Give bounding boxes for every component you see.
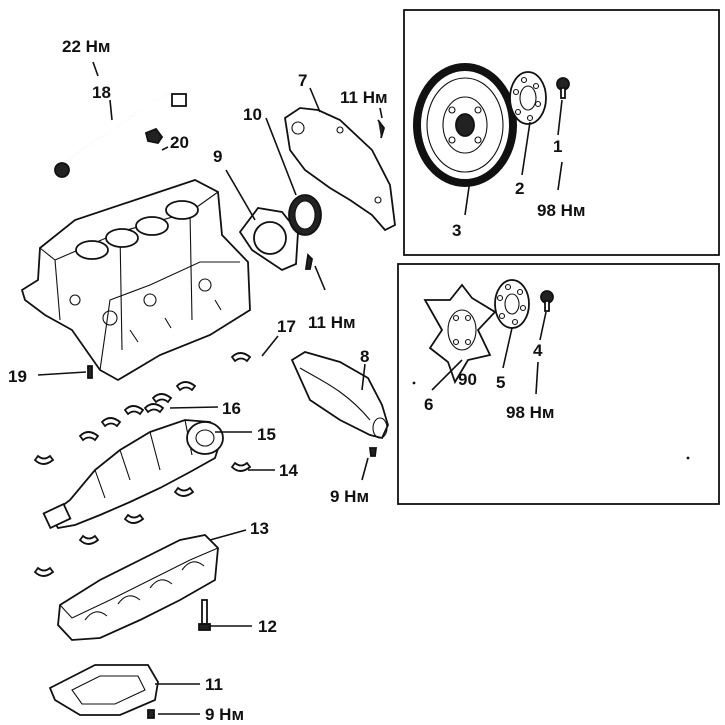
part-label-15: 15: [257, 425, 276, 444]
flywheel-part: [413, 63, 517, 187]
torque-label-11nm-top: 11 Нм: [340, 88, 388, 107]
cylinder-block-part: [20, 179, 251, 382]
bracket-20-part: [144, 127, 164, 145]
part-label-19: 19: [8, 367, 27, 386]
part-label-5: 5: [496, 373, 505, 392]
part-label-9: 9: [213, 147, 222, 166]
rear-plate-part: [284, 107, 396, 232]
drive-plate-marking: 90: [458, 370, 477, 389]
drive-plate-bolt-4-part: [540, 290, 554, 312]
torque-label-98nm-top: 98 Нм: [537, 201, 586, 220]
leader-lines: [37, 61, 563, 715]
bolt-12-part: [198, 599, 211, 631]
oil-pan-part: [48, 664, 159, 716]
bearing-cap-beam-part: [57, 534, 219, 641]
crankshaft-part: [42, 419, 224, 530]
adapter-plate-5-part: [494, 279, 530, 329]
part-label-7: 7: [298, 71, 307, 90]
part-label-6: 6: [424, 395, 433, 414]
bolt-9nm-pan-part: [147, 709, 155, 719]
part-label-12: 12: [258, 617, 277, 636]
torque-label-9nm-cover: 9 Нм: [330, 487, 369, 506]
flywheel-bolt-1-part: [556, 77, 570, 99]
torque-label-9nm-pan: 9 Нм: [205, 705, 244, 724]
speck: [412, 381, 416, 385]
bolt-11nm-mid-part: [304, 253, 313, 270]
part-label-20: 20: [170, 133, 189, 152]
part-label-10: 10: [243, 105, 262, 124]
part-label-1: 1: [553, 137, 562, 156]
torque-label-98nm-bottom: 98 Нм: [506, 403, 555, 422]
speck: [686, 456, 690, 460]
part-label-2: 2: [515, 179, 524, 198]
part-label-4: 4: [533, 341, 543, 360]
oil-seal-part: [288, 194, 322, 236]
bolt-11nm-top-part: [377, 119, 385, 139]
part-label-3: 3: [452, 221, 461, 240]
part-label-16: 16: [222, 399, 241, 418]
drive-plate-inset-frame: [397, 263, 720, 505]
flywheel-inset-frame: [403, 9, 720, 256]
torque-label-22nm: 22 Нм: [62, 37, 111, 56]
oil-seal-case-part: [238, 207, 299, 272]
part-label-14: 14: [279, 461, 298, 480]
part-label-13: 13: [250, 519, 269, 538]
part-label-11: 11: [205, 675, 223, 694]
upper-bearing-shells: [78, 352, 252, 442]
lower-bearing-shells: [33, 454, 252, 577]
part-label-18: 18: [92, 83, 111, 102]
part-label-8: 8: [360, 347, 369, 366]
bolt-19-part: [87, 365, 93, 379]
part-label-17: 17: [277, 317, 296, 336]
dipstick-tube-part: [54, 93, 187, 178]
bolt-9nm-cover-part: [368, 447, 378, 457]
rear-cover-part: [290, 351, 389, 440]
adapter-plate-2-part: [509, 71, 547, 125]
drive-plate-part: [423, 283, 497, 385]
torque-label-11nm-mid: 11 Нм: [308, 313, 356, 332]
